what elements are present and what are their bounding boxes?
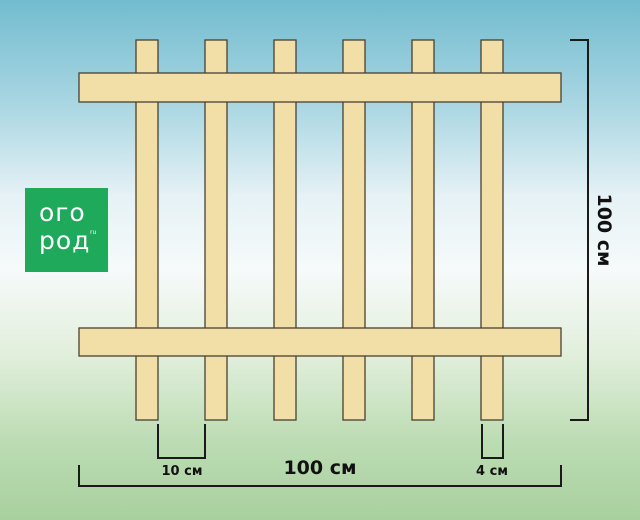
- picket-width-label: 4 см: [476, 464, 508, 479]
- picket: [480, 39, 504, 421]
- logo-suffix: ru: [90, 229, 97, 236]
- height-label: 100 см: [593, 193, 615, 266]
- picket: [273, 39, 297, 421]
- logo-line-1: ого: [39, 198, 86, 227]
- gap-bracket: [157, 424, 206, 459]
- picket: [411, 39, 435, 421]
- gap-label: 10 см: [162, 464, 203, 479]
- logo-line-2: род: [39, 226, 91, 255]
- picket: [135, 39, 159, 421]
- picket: [342, 39, 366, 421]
- picket-width-bracket: [481, 424, 504, 459]
- height-bracket: [570, 39, 589, 421]
- width-label: 100 см: [283, 457, 356, 479]
- bottom-rail: [78, 327, 562, 357]
- width-bracket: [78, 465, 562, 487]
- picket: [204, 39, 228, 421]
- ogorod-logo: ого род ru: [25, 188, 108, 272]
- top-rail: [78, 72, 562, 103]
